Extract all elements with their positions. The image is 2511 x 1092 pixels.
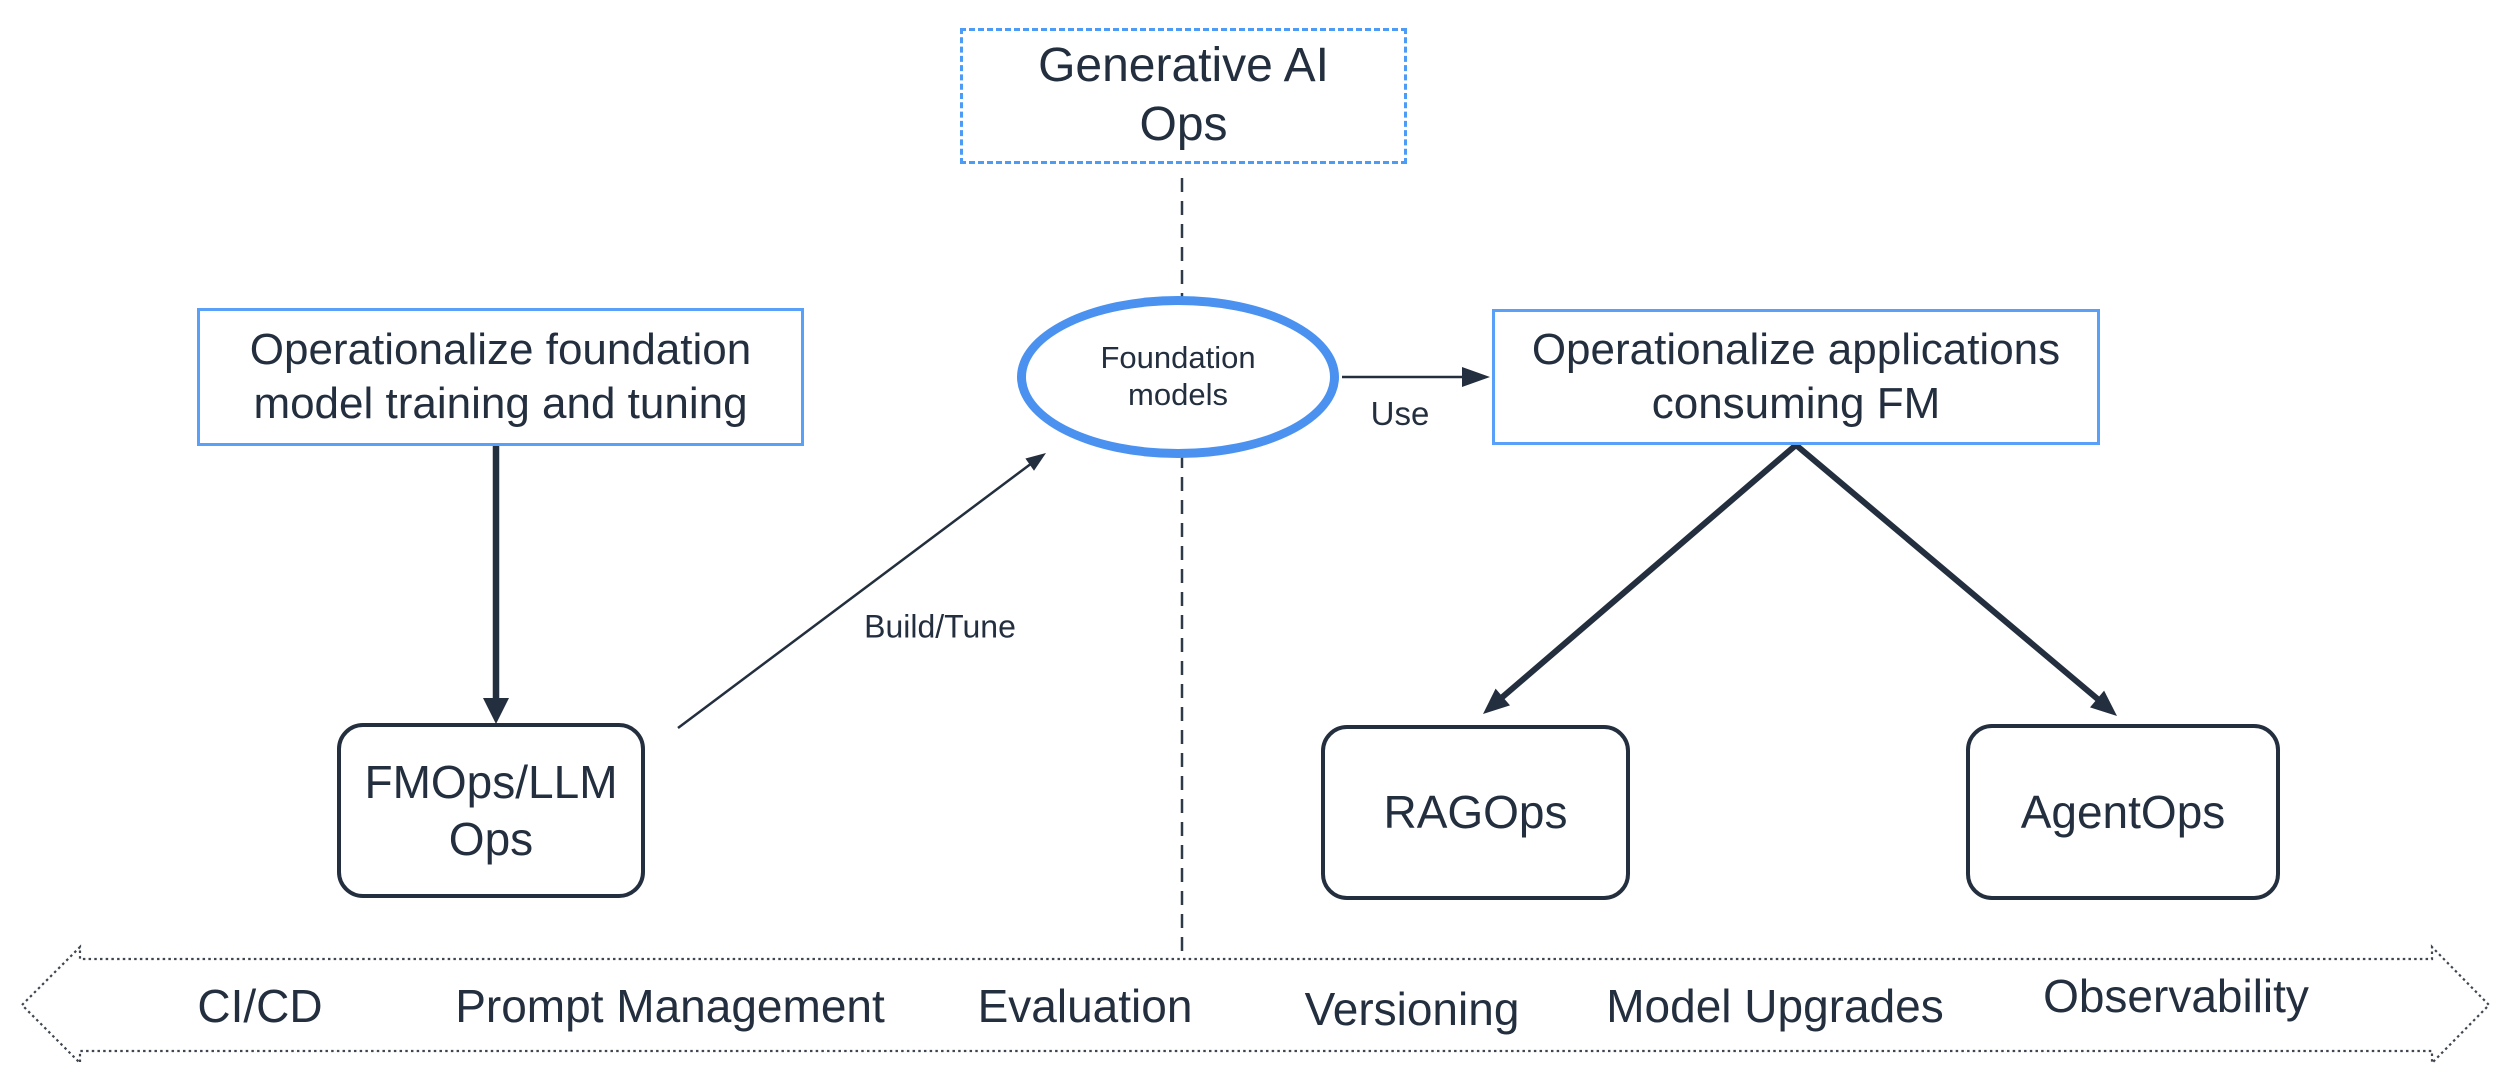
band-label-cicd: CI/CD [197,980,323,1032]
band-label-versioning: Versioning [1304,983,1520,1035]
build-tune-edge-label: Build/Tune [860,608,1020,646]
apps-to-agentops-arrow [1794,442,2117,716]
node-ragops-label: RAGOps [1383,786,1568,839]
band-label-model-upgrades: Model Upgrades [1606,980,1944,1032]
band-label-evaluation: Evaluation [977,980,1193,1032]
use-edge-label: Use [1366,395,1434,433]
node-agentops-label: AgentOps [2020,785,2226,838]
band-label-prompt-management: Prompt Management [455,980,885,1032]
apps-to-ragops-arrow [1483,442,1798,714]
training-to-fmops-arrow [483,446,509,724]
capability-band-arrow [20,944,2491,1066]
band-label-observability: Observability [2043,970,2309,1022]
build-tune-arrow [677,453,1046,730]
use-arrow [1342,367,1490,387]
node-ragops: RAGOps [1321,725,1630,900]
node-agentops: AgentOps [1966,724,2280,900]
